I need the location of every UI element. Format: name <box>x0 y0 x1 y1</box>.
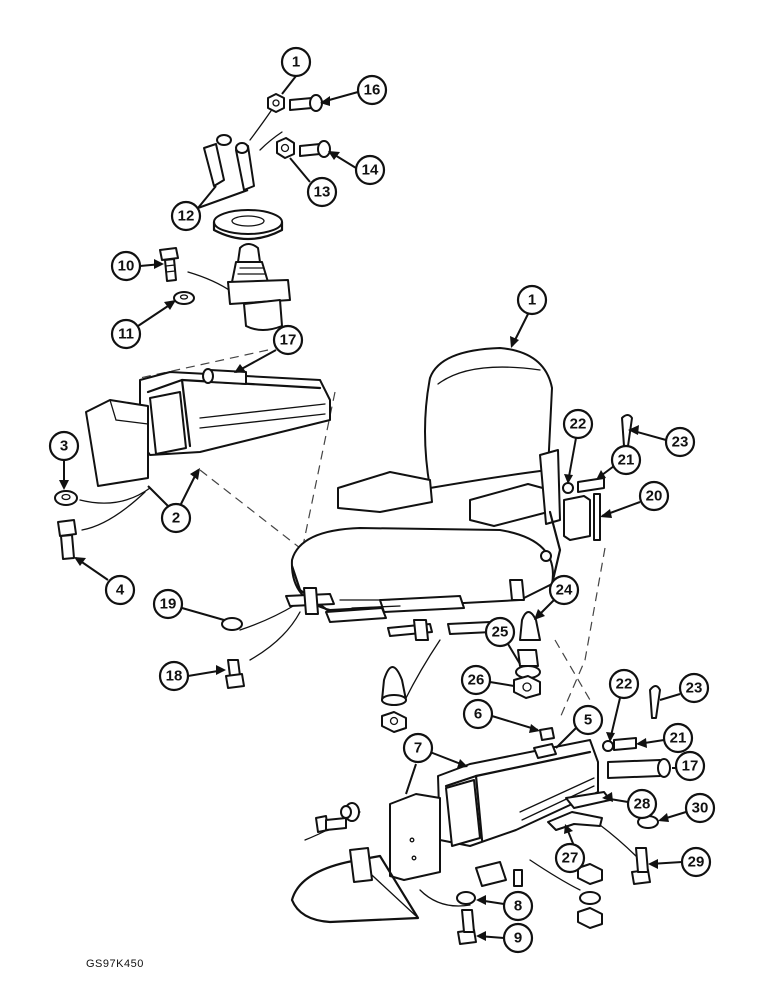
right-side-hardware <box>381 414 633 733</box>
callout-12: 12 <box>170 185 249 232</box>
svg-text:22: 22 <box>570 416 587 433</box>
callout-30: 30 <box>658 792 716 824</box>
callout-20: 20 <box>600 480 670 518</box>
svg-text:8: 8 <box>514 898 522 915</box>
svg-text:14: 14 <box>362 162 379 179</box>
svg-text:24: 24 <box>556 582 573 599</box>
callout-1: 1 <box>510 284 548 348</box>
svg-text:6: 6 <box>474 706 482 723</box>
svg-text:21: 21 <box>618 452 635 469</box>
svg-text:25: 25 <box>492 624 509 641</box>
callout-21-upper: 21 <box>596 444 642 480</box>
svg-text:23: 23 <box>672 434 689 451</box>
svg-text:19: 19 <box>160 596 177 613</box>
callout-7: 7 <box>402 732 468 795</box>
callout-11: 11 <box>110 300 176 350</box>
svg-text:29: 29 <box>688 854 705 871</box>
callout-17-upper: 17 <box>234 324 304 373</box>
svg-text:7: 7 <box>414 740 422 757</box>
callout-2: 2 <box>147 468 200 534</box>
svg-text:18: 18 <box>166 668 183 685</box>
svg-text:17: 17 <box>280 332 297 349</box>
right-armrest-bracket <box>290 685 671 945</box>
callout-19: 19 <box>152 588 243 631</box>
callout-22-upper: 22 <box>562 408 594 484</box>
callout-15: 1 <box>280 46 312 95</box>
svg-text:27: 27 <box>562 850 579 867</box>
svg-text:20: 20 <box>646 488 663 505</box>
callout-22-lower: 22 <box>606 668 640 742</box>
svg-text:12: 12 <box>178 208 195 225</box>
callout-13: 13 <box>289 157 338 208</box>
svg-text:17: 17 <box>682 758 699 775</box>
svg-text:28: 28 <box>634 796 651 813</box>
svg-text:22: 22 <box>616 676 633 693</box>
callout-29: 29 <box>648 846 712 878</box>
callout-17-lower: 17 <box>672 750 706 782</box>
left-armrest-bracket <box>54 368 331 560</box>
callout-27: 27 <box>554 824 586 874</box>
callout-21-lower: 21 <box>636 722 694 754</box>
svg-text:16: 16 <box>364 82 381 99</box>
svg-text:13: 13 <box>314 184 331 201</box>
svg-text:21: 21 <box>670 730 687 747</box>
callout-23-lower: 23 <box>659 672 710 704</box>
callout-26: 26 <box>460 664 515 696</box>
callout-16: 16 <box>320 74 388 106</box>
svg-text:1: 1 <box>528 292 536 309</box>
callout-10: 10 <box>110 250 164 282</box>
callout-23-upper: 23 <box>628 425 696 458</box>
svg-text:4: 4 <box>116 582 125 599</box>
callout-3: 3 <box>48 430 80 490</box>
svg-text:23: 23 <box>686 680 703 697</box>
svg-text:10: 10 <box>118 258 135 275</box>
callout-6: 6 <box>462 698 540 733</box>
svg-text:11: 11 <box>118 326 134 343</box>
callout-9: 9 <box>476 922 534 954</box>
svg-text:2: 2 <box>172 510 180 527</box>
svg-text:3: 3 <box>60 438 68 455</box>
callout-4: 4 <box>74 557 136 606</box>
callout-8: 8 <box>476 890 534 922</box>
callout-14: 14 <box>328 151 386 186</box>
svg-text:26: 26 <box>468 672 485 689</box>
callout-5: 5 <box>555 704 604 749</box>
callouts: 1 16 14 13 12 10 11 17 <box>48 46 716 954</box>
svg-text:9: 9 <box>514 930 522 947</box>
svg-text:30: 30 <box>692 800 709 817</box>
callout-24: 24 <box>534 574 580 620</box>
callout-28: 28 <box>602 788 658 820</box>
svg-text:1: 1 <box>292 54 300 71</box>
joystick-assembly <box>159 93 331 331</box>
callout-18: 18 <box>158 659 245 692</box>
svg-text:5: 5 <box>584 712 592 729</box>
drawing-reference-code: GS97K450 <box>86 958 144 970</box>
callout-25: 25 <box>484 616 521 665</box>
operator-seat <box>285 347 562 641</box>
